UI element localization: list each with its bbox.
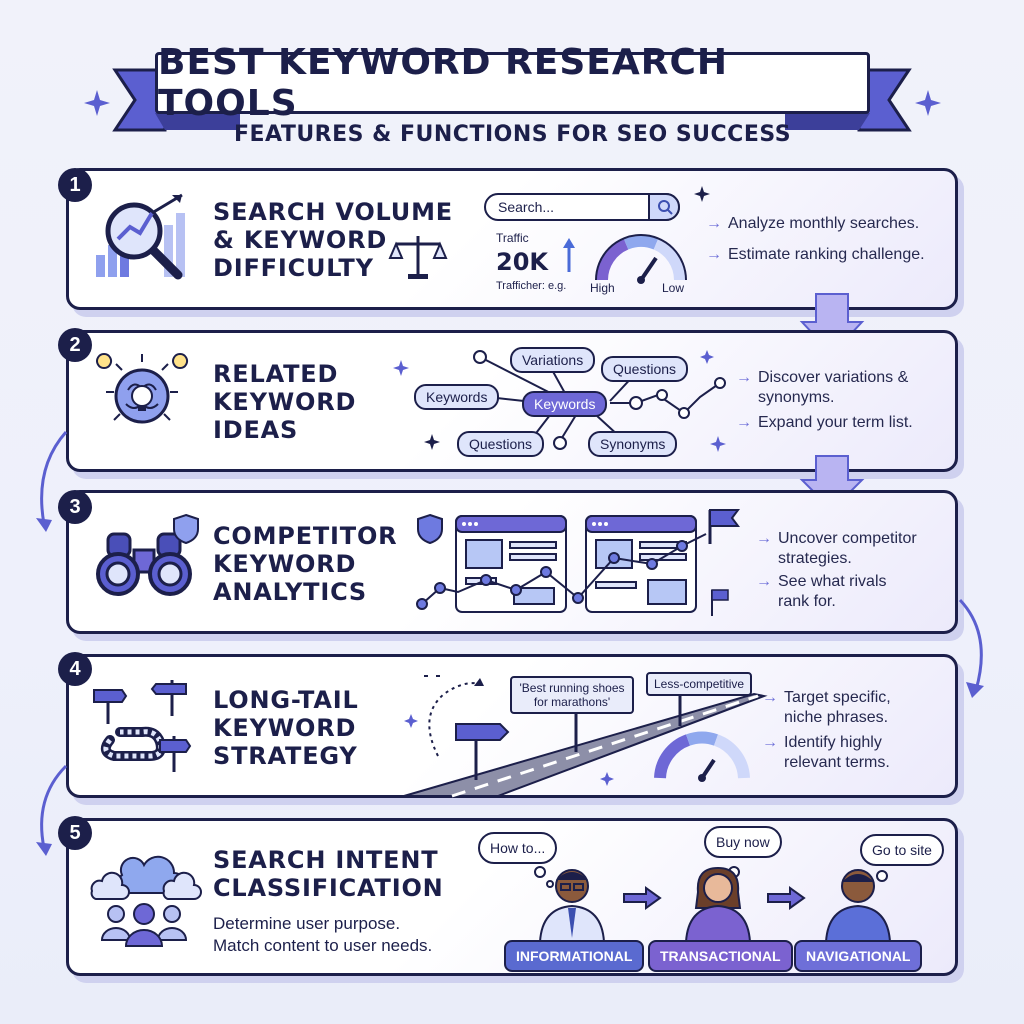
binoculars-icon	[96, 532, 192, 596]
node-questions-bottom: Questions	[457, 431, 545, 457]
sparkle-icon	[84, 90, 110, 116]
section-number-3: 3	[58, 490, 92, 524]
gauge-low-label: Low	[662, 281, 685, 295]
section-number-1: 1	[58, 168, 92, 202]
thought-bubble-informational: How to...	[478, 832, 558, 864]
sparkle-icon	[404, 714, 418, 728]
arrow-up-icon	[563, 238, 575, 272]
competitor-browser-windows	[416, 515, 707, 613]
traffic-label: Traffic	[496, 231, 529, 245]
sparkle-icon	[694, 186, 710, 202]
shield-icon	[173, 513, 199, 545]
flag-icon	[711, 589, 729, 616]
page-title: BEST KEYWORD RESEARCH TOOLS	[155, 42, 870, 124]
node-variations: Variations	[510, 347, 596, 373]
section-number-2: 2	[58, 328, 92, 362]
thought-bubble-transactional: Buy now	[704, 826, 782, 858]
section-title-3: COMPETITOR KEYWORD ANALYTICS	[213, 522, 398, 606]
person-transactional	[684, 866, 752, 943]
bullet-4b: →Identify highly relevant terms.	[762, 734, 890, 771]
thought-bubble-navigational: Go to site	[860, 834, 944, 866]
sparkle-icon	[424, 434, 440, 450]
sparkle-icon	[700, 350, 714, 364]
flag-icon	[708, 509, 740, 544]
traffic-note: Trafficher: e.g.	[496, 280, 567, 292]
traffic-value: 20K	[496, 248, 548, 276]
section-title-5: SEARCH INTENT CLASSIFICATION	[213, 846, 444, 902]
curved-arrow-icon	[36, 431, 68, 532]
person-informational	[538, 869, 606, 943]
arrow-right-icon	[767, 886, 806, 910]
shield-icon	[417, 513, 443, 545]
bullet-2a: →Discover variations & synonyms.	[736, 369, 909, 406]
intent-badge-informational: INFORMATIONAL	[504, 940, 645, 972]
arrow-right-icon	[623, 886, 662, 910]
sparkle-icon	[710, 436, 726, 452]
section-title-4: LONG-TAIL KEYWORD STRATEGY	[213, 686, 359, 770]
bullet-1b: →Estimate ranking challenge.	[706, 246, 925, 263]
section-title-2: RELATED KEYWORD IDEAS	[213, 360, 357, 444]
sparkle-icon	[915, 90, 941, 116]
users-icon	[100, 903, 188, 947]
node-keywords-left: Keywords	[414, 384, 500, 410]
sparkle-icon	[600, 772, 614, 786]
signpost-icon	[93, 680, 192, 772]
section-5-description: Determine user purpose. Match content to…	[213, 914, 433, 955]
section-number-4: 4	[58, 652, 92, 686]
section-card-1	[66, 168, 958, 310]
search-input[interactable]: Search...	[484, 193, 680, 221]
banner-ribbon	[112, 68, 912, 132]
search-icon[interactable]	[648, 193, 680, 221]
competition-gauge	[654, 731, 750, 782]
scales-icon	[388, 236, 448, 279]
sparkle-icon	[393, 360, 409, 376]
section-number-5: 5	[58, 816, 92, 850]
curved-arrow-icon	[958, 598, 984, 698]
section-title-1: SEARCH VOLUME & KEYWORD DIFFICULTY	[213, 198, 453, 282]
magnifier-chart-icon	[96, 193, 185, 280]
intent-badge-transactional: TRANSACTIONAL	[648, 940, 793, 972]
search-placeholder: Search...	[498, 199, 555, 215]
bullet-3b: →See what rivals rank for.	[756, 573, 887, 610]
sign-longtail-phrase: 'Best running shoes for marathons'	[510, 676, 634, 714]
sign-less-competitive: Less-competitive	[646, 672, 753, 696]
bullet-3a: →Uncover competitor strategies.	[756, 530, 917, 567]
intent-badge-navigational: NAVIGATIONAL	[794, 940, 923, 972]
node-questions-top: Questions	[601, 356, 689, 382]
node-keywords-center: Keywords	[522, 391, 608, 417]
difficulty-gauge	[595, 234, 687, 284]
person-navigational	[824, 869, 892, 943]
bullet-1a: →Analyze monthly searches.	[706, 215, 920, 232]
brain-bulb-icon	[96, 353, 189, 424]
page-subtitle: FEATURES & FUNCTIONS FOR SEO SUCCESS	[233, 122, 792, 147]
node-synonyms: Synonyms	[588, 431, 678, 457]
bullet-2b: →Expand your term list.	[736, 414, 913, 431]
bullet-4a: →Target specific, niche phrases.	[762, 689, 891, 726]
cloud-icon	[90, 855, 202, 900]
gauge-high-label: High	[590, 281, 615, 295]
curved-arrow-icon	[36, 764, 68, 856]
